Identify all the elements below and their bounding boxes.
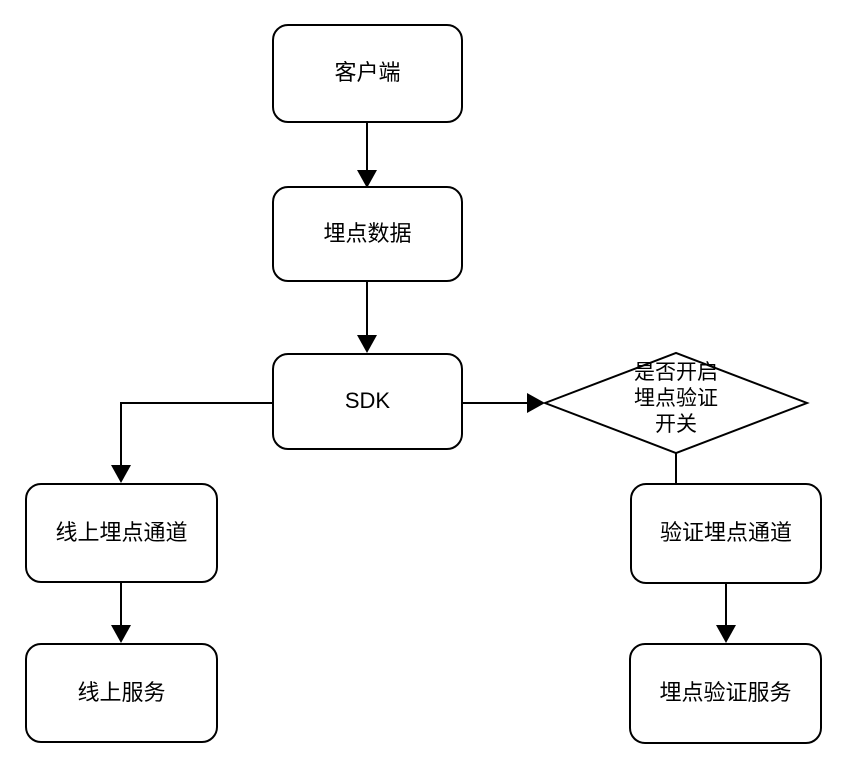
node-verify-channel: 验证埋点通道 — [630, 483, 822, 584]
node-client-label: 客户端 — [334, 60, 401, 86]
node-client: 客户端 — [272, 24, 463, 123]
arrowhead-verify-channel-to-verify-service — [716, 625, 736, 643]
node-sdk: SDK — [272, 353, 463, 450]
node-online-channel-label: 线上埋点通道 — [55, 519, 188, 545]
node-verify-channel-label: 验证埋点通道 — [659, 520, 792, 546]
node-tracking-data-label: 埋点数据 — [323, 220, 412, 246]
node-online-service-label: 线上服务 — [77, 679, 166, 705]
node-verify-service-label: 埋点验证服务 — [659, 680, 792, 706]
arrowhead-tracking-data-to-sdk — [357, 335, 377, 353]
arrowhead-sdk-to-decision — [527, 393, 545, 413]
node-sdk-label: SDK — [344, 388, 391, 414]
arrowhead-client-to-tracking-data — [357, 170, 377, 188]
node-online-service: 线上服务 — [25, 643, 218, 743]
node-tracking-data: 埋点数据 — [272, 186, 463, 282]
node-online-channel: 线上埋点通道 — [25, 483, 218, 583]
edge-sdk-to-online-channel — [120, 402, 272, 467]
arrowhead-sdk-to-online-channel — [111, 465, 131, 483]
node-verify-service: 埋点验证服务 — [629, 643, 822, 744]
decision-diamond-shape — [542, 351, 810, 455]
node-decision-label: 是否开启 埋点验证 开关 — [634, 361, 718, 436]
arrowhead-online-channel-to-online-service — [111, 625, 131, 643]
